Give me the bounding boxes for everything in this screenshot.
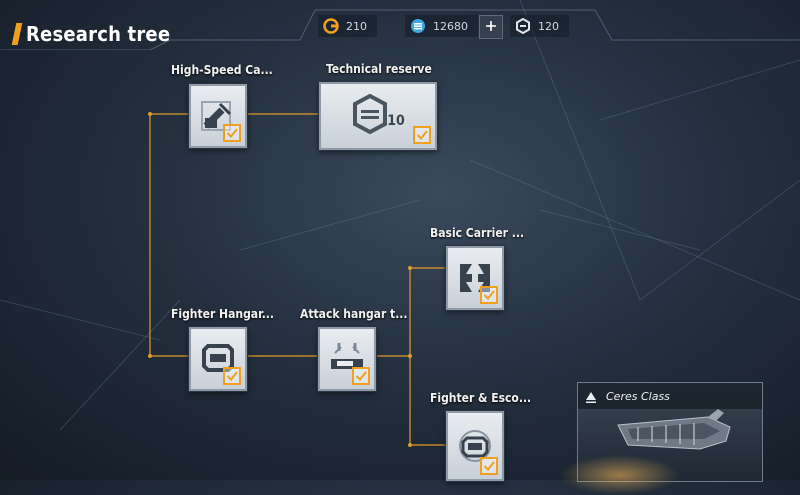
carrier-icon	[448, 248, 502, 308]
attack-hangar-icon	[320, 329, 374, 389]
research-node-basic-carrier[interactable]	[446, 246, 504, 310]
add-resource-button[interactable]	[479, 15, 503, 39]
escort-icon	[448, 413, 502, 479]
gold-coin-icon	[322, 17, 340, 35]
header: Research tree	[11, 22, 171, 46]
completed-checkbox	[223, 367, 241, 385]
node-label-fighter-escort: Fighter & Esco...	[430, 391, 532, 405]
page-title: Research tree	[26, 22, 171, 46]
gold-value: 210	[346, 19, 367, 33]
resource-gold[interactable]: 210	[318, 15, 377, 37]
resource-parts[interactable]: 120	[510, 15, 569, 37]
energy-value: 12680	[433, 19, 468, 33]
research-node-attack-hangar[interactable]	[318, 327, 376, 391]
tech-reserve-icon	[351, 93, 389, 138]
research-node-fighter-escort[interactable]	[446, 411, 504, 481]
title-accent-bar	[11, 23, 23, 45]
cannon-icon	[191, 86, 245, 146]
research-node-high-speed[interactable]	[189, 84, 247, 148]
research-node-technical-reserve[interactable]: 10	[319, 82, 437, 150]
parts-value: 120	[538, 19, 559, 33]
completed-checkbox	[480, 286, 498, 304]
node-label-technical-reserve: Technical reserve	[326, 62, 432, 76]
ship-name: Ceres Class	[606, 389, 670, 403]
resource-energy[interactable]: 12680	[405, 15, 478, 37]
node-label-high-speed: High-Speed Ca...	[171, 63, 273, 77]
completed-checkbox	[480, 457, 498, 475]
parts-icon	[514, 17, 532, 35]
rank-triangle-icon	[584, 389, 598, 403]
completed-checkbox	[352, 367, 370, 385]
node-label-fighter-hangar: Fighter Hangar...	[171, 307, 274, 321]
energy-icon	[409, 17, 427, 35]
plus-icon	[485, 20, 497, 35]
node-label-attack-hangar: Attack hangar t...	[300, 307, 408, 321]
completed-checkbox	[413, 126, 431, 144]
ambient-glow	[560, 455, 680, 495]
reserve-count: 10	[387, 113, 405, 129]
research-node-fighter-hangar[interactable]	[189, 327, 247, 391]
ship-card-header: Ceres Class	[578, 383, 762, 409]
node-label-basic-carrier: Basic Carrier ...	[430, 226, 525, 240]
completed-checkbox	[223, 124, 241, 142]
ship-model-image	[608, 405, 738, 469]
hangar-icon	[191, 329, 245, 389]
